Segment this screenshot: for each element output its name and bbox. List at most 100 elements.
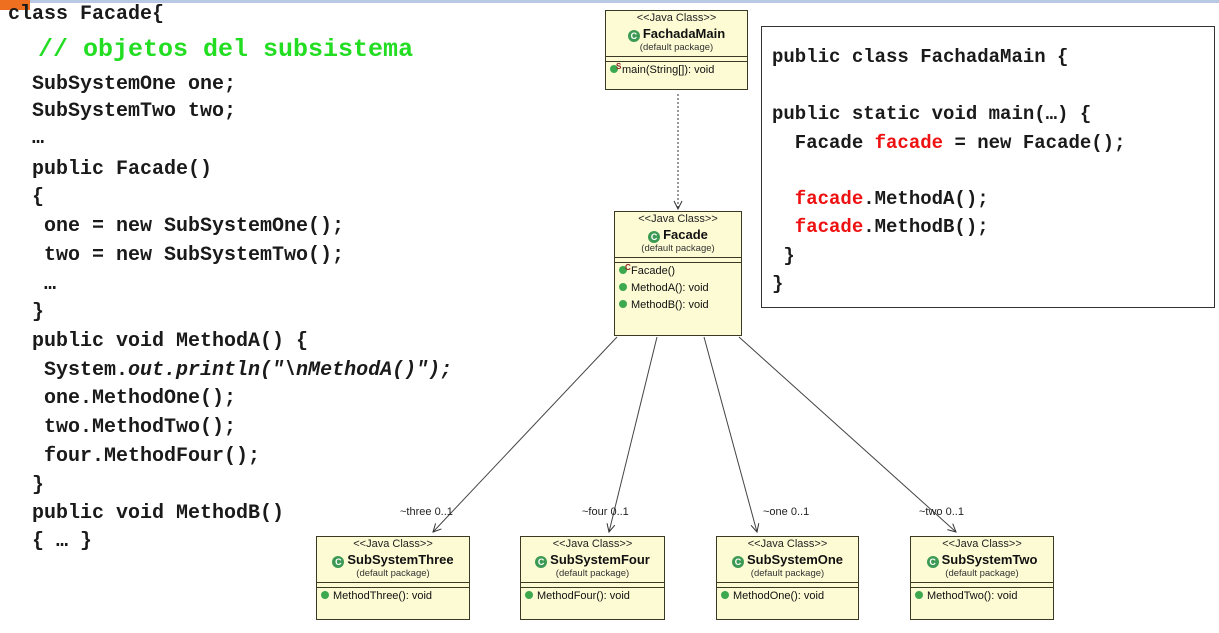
method-item: MethodOne(): void [717,588,858,605]
code-line: … [8,127,45,150]
class-icon: C [648,231,661,243]
method-item: MethodFour(): void [521,588,664,605]
slide-accent-mark [0,0,30,10]
association-label-three: ~three 0..1 [400,506,453,518]
main-code-line: } [772,245,795,267]
public-method-icon [321,591,329,599]
main-code-line-method-a: facade.MethodA(); [772,187,989,211]
association-label-four: ~four 0..1 [582,506,629,518]
code-line: two = new SubSystemTwo(); [8,244,345,267]
code-line: } [8,301,45,324]
code-text: = new Facade(); [943,132,1126,154]
attribute-compartment [911,583,1053,588]
package-label: (default package) [555,568,630,579]
public-method-icon [721,591,729,599]
association-label-two: ~two 0..1 [919,506,964,518]
highlighted-variable: facade [772,188,864,210]
public-method-icon [915,591,923,599]
code-line: one = new SubSystemOne(); [8,215,345,238]
package-label: (default package) [750,568,825,579]
code-line: } [8,474,45,497]
static-method-icon: S [610,62,621,73]
stereotype-label: <<Java Class>> [636,12,717,24]
class-icon: C [731,556,744,568]
code-line: class Facade{ [8,3,165,26]
main-code-line: } [772,273,784,295]
attribute-compartment [717,583,858,588]
code-text: .MethodB(); [863,216,989,238]
main-code-line-facade-decl: Facade facade = new Facade(); [772,131,1126,155]
association-line-one [703,336,757,532]
class-icon: C [627,30,640,42]
main-code-line-method-b: facade.MethodB(); [772,215,989,239]
stereotype-label: <<Java Class>> [552,538,633,550]
attribute-compartment [606,57,747,62]
code-line: public Facade() [8,158,213,181]
public-method-icon [619,283,627,291]
package-label: (default package) [641,243,715,254]
class-icon: C [535,556,548,568]
association-label-one: ~one 0..1 [763,506,810,518]
attribute-compartment [521,583,664,588]
slide-top-bar [0,0,1219,3]
code-line: SubSystemTwo two; [8,100,237,123]
association-line-three [433,336,618,532]
method-item: MethodA(): void [615,280,741,297]
method-item: MethodB(): void [615,297,741,314]
stereotype-label: <<Java Class>> [747,538,828,550]
main-code-line: public static void main(…) { [772,103,1092,125]
code-text: Facade [772,132,875,154]
code-line: { … } [8,530,93,553]
class-icon: C [332,556,345,568]
main-code-line: public class FachadaMain { [772,46,1069,68]
code-line-prefix: System. [8,359,129,382]
code-line: { [8,186,45,209]
public-method-icon [525,591,533,599]
association-line-two [738,336,956,532]
public-method-icon [619,300,627,308]
class-icon: C [926,556,939,568]
code-line: … [8,273,57,296]
code-line: public void MethodB() [8,502,285,525]
code-text: .MethodA(); [863,188,989,210]
fachada-main-code-box: public class FachadaMain { public static… [761,26,1215,308]
code-line: one.MethodOne(); [8,387,237,410]
code-line: SubSystemOne one; [8,73,237,96]
code-line: two.MethodTwo(); [8,416,237,439]
highlighted-variable: facade [772,216,864,238]
package-label: (default package) [356,568,430,579]
stereotype-label: <<Java Class>> [942,538,1022,550]
package-label: (default package) [945,568,1019,579]
code-line-println: System.out.println("\nMethodA()"); [8,358,452,384]
attribute-compartment [317,583,469,588]
association-line-four [609,336,658,532]
highlighted-variable: facade [874,132,944,154]
constructor-icon: C [619,263,631,274]
code-line: public void MethodA() { [8,330,309,353]
package-label: (default package) [639,42,714,53]
code-comment: // objetos del subsistema [8,35,414,64]
code-line: four.MethodFour(); [8,445,261,468]
stereotype-label: <<Java Class>> [638,213,718,225]
attribute-compartment [615,258,741,263]
